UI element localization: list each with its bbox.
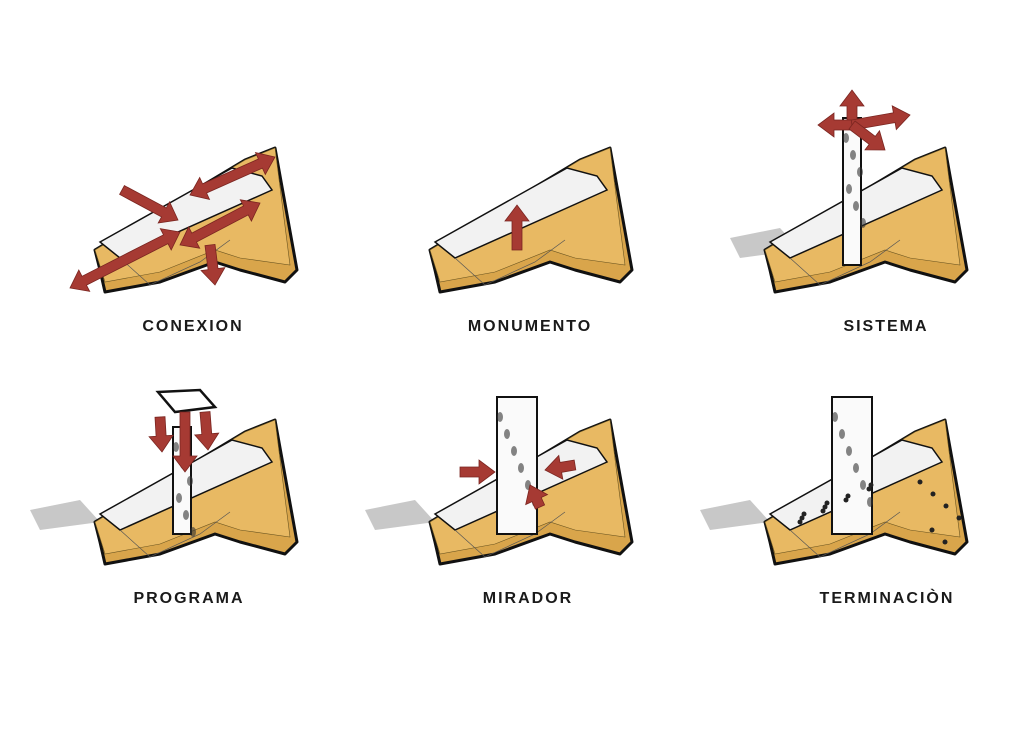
texture-mark xyxy=(187,476,193,486)
texture-mark xyxy=(183,510,189,520)
texture-mark xyxy=(850,150,856,160)
facet-line xyxy=(454,511,566,558)
facet-line xyxy=(119,511,231,558)
tower xyxy=(831,396,873,535)
person-figure xyxy=(930,491,936,497)
panel-label-sistema: SISTEMA xyxy=(843,318,929,335)
arrow-icon xyxy=(200,243,226,286)
person-figure xyxy=(824,500,830,506)
arrow-icon xyxy=(817,112,853,138)
person-figure xyxy=(943,503,949,509)
texture-mark xyxy=(518,463,524,473)
arrow-icon xyxy=(189,152,276,200)
arrow-icon xyxy=(119,185,179,224)
person-figure xyxy=(801,511,807,517)
texture-mark xyxy=(867,497,873,507)
person-figure xyxy=(929,527,935,533)
texture-mark xyxy=(832,412,838,422)
arrow-icon xyxy=(193,411,220,451)
person-figure xyxy=(822,504,828,510)
texture-mark xyxy=(843,133,849,143)
texture-mark xyxy=(497,412,503,422)
panel-label-mirador: MIRADOR xyxy=(482,590,574,607)
arrow-icon xyxy=(544,454,577,480)
arrow-icon xyxy=(504,204,530,251)
texture-mark xyxy=(504,429,510,439)
texture-mark xyxy=(860,480,866,490)
shadow xyxy=(700,500,770,530)
arrow-icon xyxy=(525,484,549,510)
person-figure xyxy=(820,508,826,514)
texture-mark xyxy=(853,201,859,211)
arrow-icon xyxy=(848,120,886,151)
person-figure xyxy=(799,515,805,521)
texture-mark xyxy=(176,493,182,503)
person-figure xyxy=(797,519,803,525)
texture-mark xyxy=(860,218,866,228)
arrow-icon xyxy=(459,459,496,485)
person-figure xyxy=(917,479,923,485)
facet-line xyxy=(789,511,901,558)
arrow-icon xyxy=(172,411,198,473)
facet-line xyxy=(454,239,566,286)
texture-mark xyxy=(173,442,179,452)
texture-mark xyxy=(846,446,852,456)
person-figure xyxy=(843,497,849,503)
panel-label-terminacion: TERMINACIÒN xyxy=(819,590,955,607)
texture-mark xyxy=(511,446,517,456)
texture-mark xyxy=(190,527,196,537)
arrow-icon xyxy=(179,199,261,249)
arrow-icon xyxy=(69,228,181,292)
texture-mark xyxy=(846,184,852,194)
person-figure xyxy=(942,539,948,545)
shadow xyxy=(30,500,100,530)
panel-label-monumento: MONUMENTO xyxy=(467,318,593,335)
texture-mark xyxy=(857,167,863,177)
arrow-icon xyxy=(148,416,174,453)
person-figure xyxy=(866,486,872,492)
roof-box xyxy=(155,388,218,414)
person-figure xyxy=(845,493,851,499)
texture-mark xyxy=(839,429,845,439)
facet-line xyxy=(789,239,901,286)
texture-mark xyxy=(853,463,859,473)
panel-label-conexion: CONEXION xyxy=(142,318,244,335)
shadow xyxy=(365,500,435,530)
person-figure xyxy=(956,515,962,521)
tower xyxy=(496,396,538,535)
panel-label-programa: PROGRAMA xyxy=(133,590,245,607)
person-figure xyxy=(868,482,874,488)
